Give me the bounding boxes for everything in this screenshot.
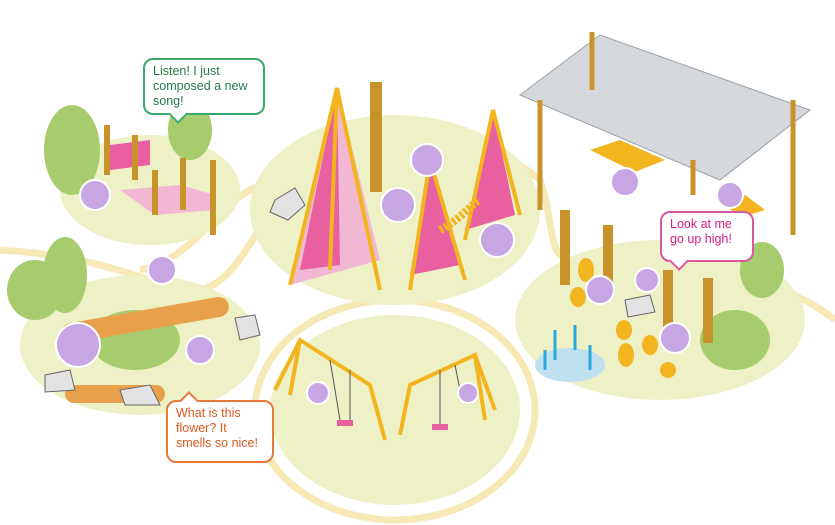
pavilion	[519, 32, 812, 235]
speech-text: Listen! I just composed a new song!	[153, 64, 248, 108]
tents	[288, 82, 522, 291]
speech-text: What is this flower? It smells so nice!	[176, 406, 258, 450]
swings	[273, 337, 497, 441]
climbing-poles	[560, 210, 713, 378]
music-structure	[104, 125, 216, 235]
characters	[55, 143, 744, 405]
speech-text: Look at me go up high!	[670, 217, 732, 246]
speech-bubble-climb: Look at me go up high!	[660, 211, 754, 271]
speech-bubble-music: Listen! I just composed a new song!	[143, 58, 265, 124]
splash-pad	[535, 325, 605, 382]
logs-and-rocks	[44, 187, 656, 406]
speech-bubble-flower: What is this flower? It smells so nice!	[166, 391, 274, 463]
